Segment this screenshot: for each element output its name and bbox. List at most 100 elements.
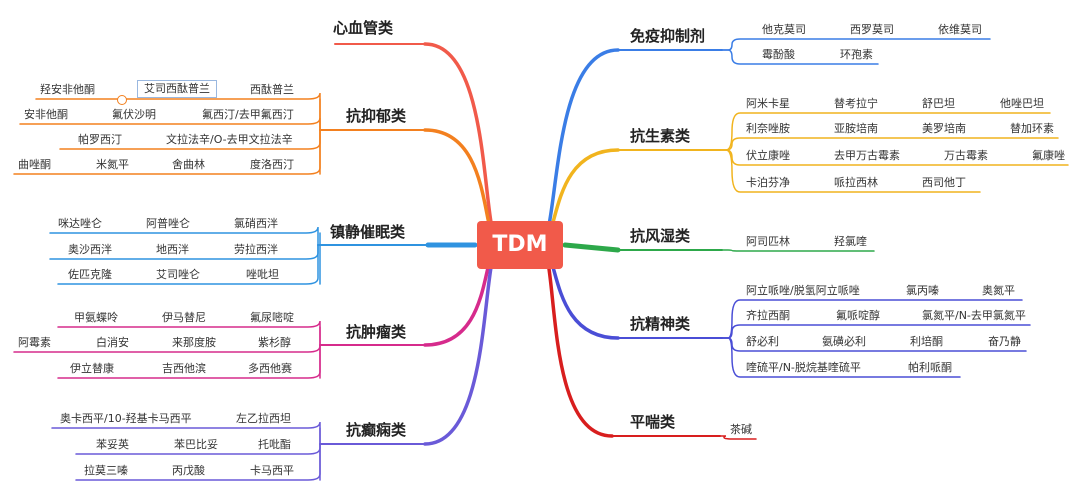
center-node[interactable]: TDM [477, 221, 563, 269]
leaf-left-4-1-2[interactable]: 托吡酯 [258, 438, 291, 451]
row-line-left-2-0 [49, 226, 319, 246]
leaf-left-3-1-0[interactable]: 阿霉素 [18, 336, 51, 349]
leaf-left-3-2-0[interactable]: 伊立替康 [70, 362, 114, 375]
leaf-left-2-0-0[interactable]: 咪达唑仑 [58, 217, 102, 230]
category-left-3[interactable]: 抗肿瘤类 [346, 323, 407, 341]
leaf-right-0-1-1[interactable]: 环孢素 [840, 48, 873, 61]
row-line-right-0-1 [721, 49, 879, 65]
row-line-left-2-2 [57, 244, 319, 285]
leaf-left-4-1-1[interactable]: 苯巴比妥 [174, 438, 218, 451]
leaf-right-0-0-0[interactable]: 他克莫司 [762, 23, 806, 36]
leaf-right-0-0-2[interactable]: 依维莫司 [938, 23, 982, 36]
leaf-right-3-2-0[interactable]: 舒必利 [746, 335, 779, 348]
leaf-right-3-0-2[interactable]: 奥氮平 [982, 284, 1015, 297]
leaf-right-3-1-2[interactable]: 氯氮平/N-去甲氯氮平 [922, 309, 1026, 322]
leaf-left-1-2-1[interactable]: 文拉法辛/O-去甲文拉法辛 [166, 133, 293, 146]
leaf-right-3-2-2[interactable]: 利培酮 [910, 335, 943, 348]
category-right-0[interactable]: 免疫抑制剂 [630, 27, 706, 45]
category-left-4[interactable]: 抗癫痫类 [346, 421, 407, 439]
leaf-left-3-0-0[interactable]: 甲氨蝶呤 [74, 311, 118, 324]
row-line-right-1-3 [719, 149, 981, 193]
leaf-right-3-0-1[interactable]: 氯丙嗪 [906, 284, 939, 297]
edge-right-4 [538, 243, 614, 438]
leaf-left-4-2-1[interactable]: 丙戊酸 [172, 464, 205, 477]
leaf-left-3-0-2[interactable]: 氟尿嘧啶 [250, 311, 294, 324]
leaf-right-1-3-2[interactable]: 西司他丁 [922, 176, 966, 189]
leaf-right-1-0-2[interactable]: 舒巴坦 [922, 97, 955, 110]
leaf-right-3-2-3[interactable]: 奋乃静 [988, 335, 1021, 348]
leaf-right-1-1-2[interactable]: 美罗培南 [922, 122, 966, 135]
category-right-4[interactable]: 平喘类 [630, 413, 676, 431]
leaf-left-2-2-2[interactable]: 唑吡坦 [246, 268, 279, 281]
leaf-left-1-0-0[interactable]: 羟安非他酮 [40, 83, 95, 96]
category-left-0[interactable]: 心血管类 [333, 19, 394, 37]
row-line-right-2-0 [721, 249, 875, 252]
row-line-left-4-0 [51, 421, 321, 445]
leaf-left-1-3-2[interactable]: 舍曲林 [172, 158, 205, 171]
leaf-right-1-1-0[interactable]: 利奈唑胺 [746, 122, 790, 135]
leaf-right-1-2-0[interactable]: 伏立康唑 [746, 149, 790, 162]
leaf-right-1-3-1[interactable]: 哌拉西林 [834, 176, 878, 189]
leaf-left-4-2-0[interactable]: 拉莫三嗪 [84, 464, 128, 477]
leaf-left-2-1-0[interactable]: 奥沙西泮 [68, 243, 112, 256]
leaf-right-1-2-3[interactable]: 氟康唑 [1032, 149, 1065, 162]
category-left-2[interactable]: 镇静催眠类 [330, 223, 406, 241]
leaf-left-2-1-2[interactable]: 劳拉西泮 [234, 243, 278, 256]
leaf-left-1-3-0[interactable]: 曲唑酮 [18, 158, 51, 171]
leaf-right-1-0-1[interactable]: 替考拉宁 [834, 97, 878, 110]
edge-right-0 [538, 48, 620, 247]
row-line-right-4-0 [719, 435, 757, 440]
row-line-left-3-0 [57, 320, 321, 346]
leaf-left-3-1-2[interactable]: 来那度胺 [172, 336, 216, 349]
leaf-left-3-2-1[interactable]: 吉西他滨 [162, 362, 206, 375]
leaf-left-3-1-3[interactable]: 紫杉醇 [258, 336, 291, 349]
leaf-left-2-2-1[interactable]: 艾司唑仑 [156, 268, 200, 281]
leaf-left-1-3-3[interactable]: 度洛西汀 [250, 158, 294, 171]
leaf-left-4-0-0[interactable]: 奥卡西平/10-羟基卡马西平 [60, 412, 192, 425]
category-left-1[interactable]: 抗抑郁类 [346, 107, 407, 125]
leaf-left-2-0-2[interactable]: 氯硝西泮 [234, 217, 278, 230]
leaf-right-0-1-0[interactable]: 霉酚酸 [762, 48, 795, 61]
collapse-marker-icon[interactable] [117, 95, 127, 105]
leaf-right-0-0-1[interactable]: 西罗莫司 [850, 23, 894, 36]
leaf-left-2-2-0[interactable]: 佐匹克隆 [68, 268, 112, 281]
leaf-left-1-0-1[interactable]: 艾司西酞普兰 [137, 80, 217, 98]
leaf-right-1-2-1[interactable]: 去甲万古霉素 [834, 149, 900, 162]
leaf-right-1-1-1[interactable]: 亚胺培南 [834, 122, 878, 135]
row-line-left-1-0 [35, 92, 321, 131]
leaf-left-1-2-0[interactable]: 帕罗西汀 [78, 133, 122, 146]
leaf-right-1-1-3[interactable]: 替加环素 [1010, 122, 1054, 135]
leaf-right-2-0-1[interactable]: 羟氯喹 [834, 235, 867, 248]
leaf-right-1-0-0[interactable]: 阿米卡星 [746, 97, 790, 110]
leaf-left-1-0-2[interactable]: 西酞普兰 [250, 83, 294, 96]
leaf-right-3-3-0[interactable]: 喹硫平/N-脱烷基喹硫平 [746, 361, 861, 374]
leaf-left-4-1-0[interactable]: 苯妥英 [96, 438, 129, 451]
category-right-3[interactable]: 抗精神类 [630, 315, 691, 333]
leaf-left-4-2-2[interactable]: 卡马西平 [250, 464, 294, 477]
category-right-2[interactable]: 抗风湿类 [630, 227, 691, 245]
leaf-left-3-2-2[interactable]: 多西他赛 [248, 362, 292, 375]
leaf-right-3-1-1[interactable]: 氟哌啶醇 [836, 309, 880, 322]
leaf-right-3-1-0[interactable]: 齐拉西酮 [746, 309, 790, 322]
leaf-right-1-0-3[interactable]: 他唑巴坦 [1000, 97, 1044, 110]
leaf-right-3-0-0[interactable]: 阿立哌唑/脱氢阿立哌唑 [746, 284, 860, 297]
row-line-right-3-3 [721, 337, 961, 378]
leaf-left-1-1-2[interactable]: 氟西汀/去甲氟西汀 [202, 108, 294, 121]
leaf-right-3-3-1[interactable]: 帕利哌酮 [908, 361, 952, 374]
leaf-right-2-0-0[interactable]: 阿司匹林 [746, 235, 790, 248]
leaf-left-1-3-1[interactable]: 米氮平 [96, 158, 129, 171]
leaf-left-1-1-1[interactable]: 氟伏沙明 [112, 108, 156, 121]
leaf-right-4-0-0[interactable]: 茶碱 [730, 423, 752, 436]
leaf-right-3-2-1[interactable]: 氨磺必利 [822, 335, 866, 348]
category-right-1[interactable]: 抗生素类 [630, 127, 691, 145]
leaf-right-1-3-0[interactable]: 卡泊芬净 [746, 176, 790, 189]
leaf-left-3-0-1[interactable]: 伊马替尼 [162, 311, 206, 324]
leaf-right-1-2-2[interactable]: 万古霉素 [944, 149, 988, 162]
leaf-left-1-1-0[interactable]: 安非他酮 [24, 108, 68, 121]
leaf-left-2-1-1[interactable]: 地西泮 [156, 243, 189, 256]
leaf-left-3-1-1[interactable]: 白消安 [96, 336, 129, 349]
leaf-left-4-0-1[interactable]: 左乙拉西坦 [236, 412, 291, 425]
leaf-left-2-0-1[interactable]: 阿普唑仑 [146, 217, 190, 230]
